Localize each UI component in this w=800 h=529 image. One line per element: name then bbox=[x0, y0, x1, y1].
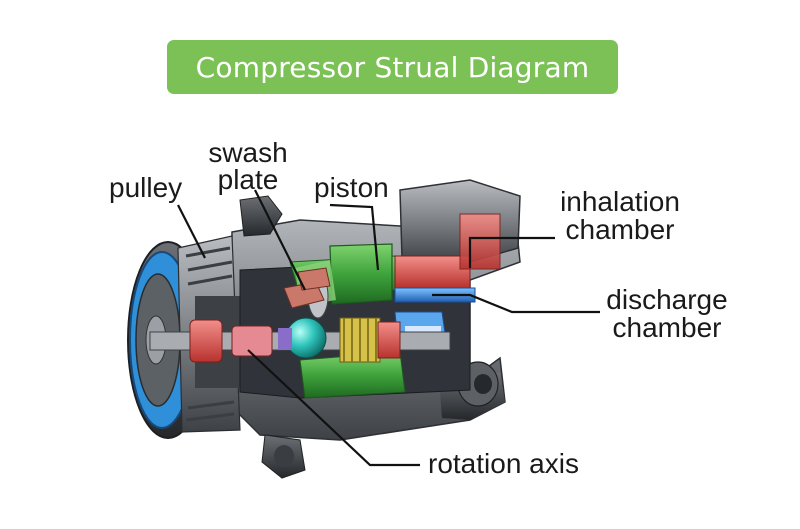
diagram-title: Compressor Strual Diagram bbox=[167, 40, 618, 94]
label-discharge-chamber: discharge chamber bbox=[597, 286, 737, 342]
label-inhalation-chamber: inhalation chamber bbox=[550, 188, 690, 244]
leader-discharge bbox=[432, 293, 600, 314]
leader-piston bbox=[329, 203, 380, 271]
label-discharge-line1: discharge bbox=[606, 284, 728, 315]
label-swash-plate: swash plate bbox=[203, 139, 293, 194]
leader-swash-plate bbox=[254, 189, 306, 291]
label-swash-plate-line2: plate bbox=[217, 164, 279, 195]
leader-rotation-axis bbox=[247, 349, 420, 467]
leader-inhalation bbox=[468, 236, 555, 268]
label-pulley: pulley bbox=[109, 172, 183, 203]
label-inhalation-line2: chamber bbox=[565, 214, 675, 245]
label-piston: piston bbox=[314, 172, 389, 203]
drive-shaft bbox=[149, 317, 451, 363]
leader-pulley bbox=[177, 204, 206, 259]
label-rotation-axis: rotation axis bbox=[428, 448, 579, 479]
label-inhalation-line1: inhalation bbox=[560, 186, 680, 217]
label-discharge-line2: chamber bbox=[612, 312, 722, 343]
leader-lines bbox=[177, 189, 600, 467]
label-swash-plate-line1: swash bbox=[208, 137, 288, 168]
